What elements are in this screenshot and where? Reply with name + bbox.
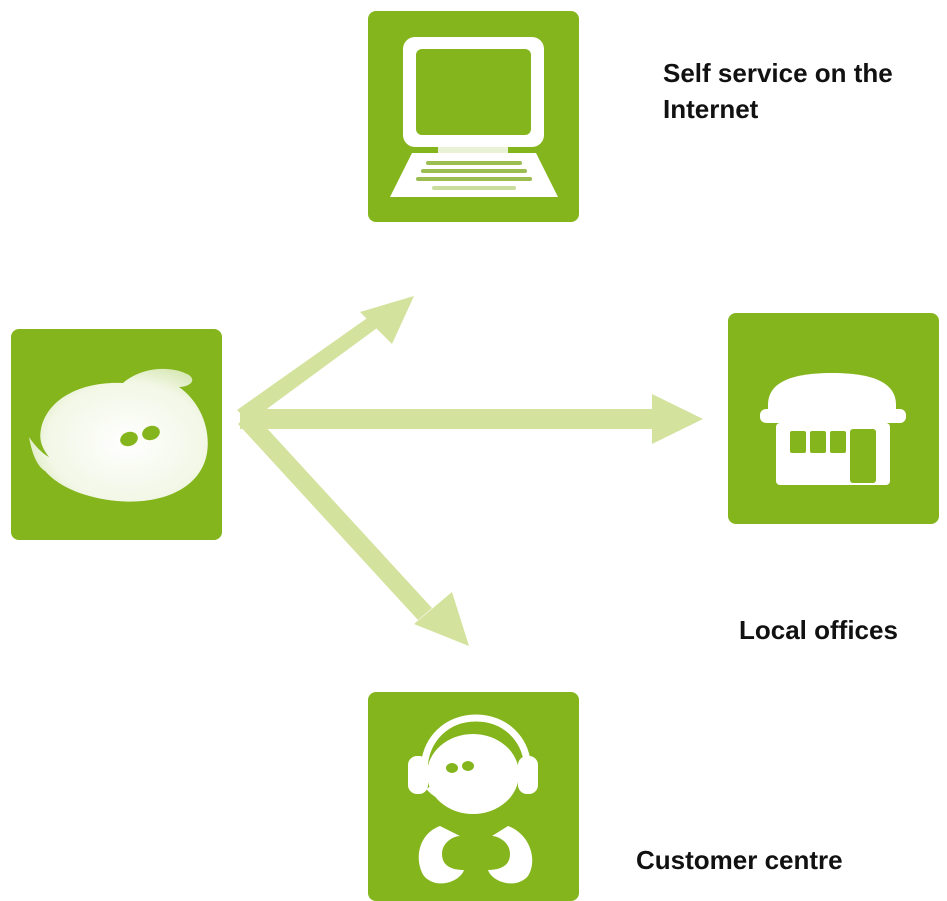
arrow-to-customer-head — [414, 592, 469, 646]
customer-tile — [368, 692, 579, 901]
customer-label: Customer centre — [636, 845, 843, 875]
office-label: Local offices — [739, 615, 898, 645]
computer-icon — [390, 37, 558, 197]
blob-face-icon — [29, 368, 208, 502]
arrow-to-internet — [237, 309, 388, 422]
arrow-to-office-head — [652, 394, 703, 444]
internet-label: Self service on the Internet — [663, 58, 893, 124]
source-tile — [11, 329, 222, 540]
arrow-to-internet-head — [360, 296, 414, 344]
arrow-to-office — [240, 409, 660, 429]
office-tile — [728, 313, 939, 524]
headset-agent-icon — [408, 714, 538, 884]
arrow-to-customer — [238, 412, 432, 620]
internet-tile — [368, 11, 579, 222]
shop-icon — [760, 373, 906, 485]
